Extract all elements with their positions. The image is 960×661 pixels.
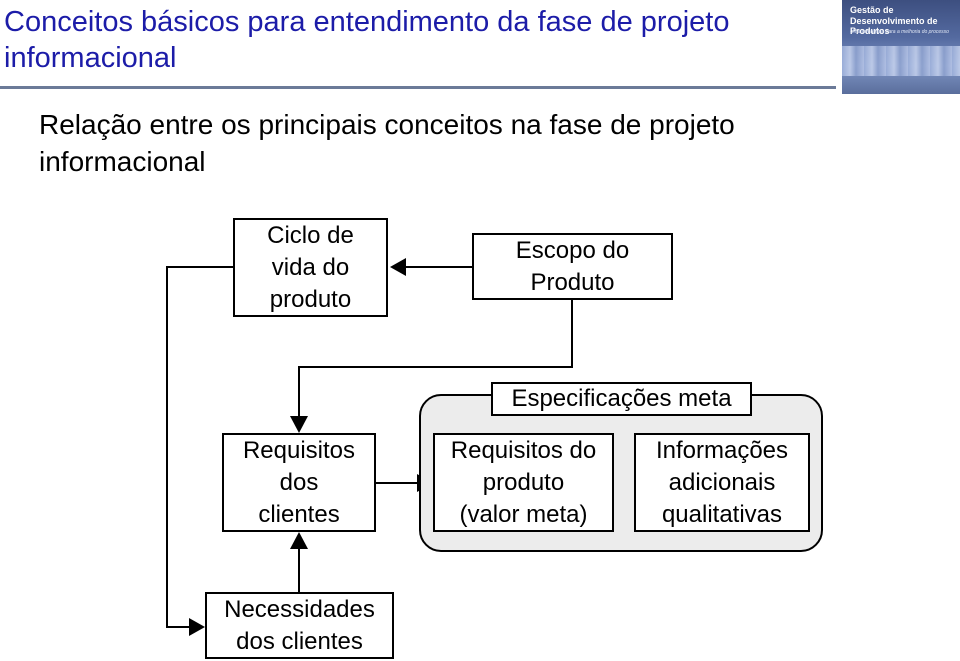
slide-subtitle: Relação entre os principais conceitos na… xyxy=(39,109,735,177)
logo-graphic xyxy=(842,46,960,76)
node-necessidades-dos-clientes: Necessidades dos clientes xyxy=(205,592,394,659)
node-ciclo-de-vida: Ciclo de vida do produto xyxy=(233,218,388,317)
arrowhead-to-necessidades xyxy=(189,618,205,636)
node-requisitos-do-produto: Requisitos do produto (valor meta) xyxy=(433,433,614,532)
group-label-especificacoes-meta: Especificações meta xyxy=(491,382,752,416)
slide-title: Conceitos básicos para entendimento da f… xyxy=(4,6,730,74)
logo-line-1: Gestão de xyxy=(850,5,894,15)
arrowhead-up-to-requisitos-clientes xyxy=(290,532,308,549)
logo-line-2: Desenvolvimento de Produtos xyxy=(850,16,938,36)
brand-logo: Gestão de Desenvolvimento de Produtos Um… xyxy=(842,0,960,94)
node-escopo-do-produto: Escopo do Produto xyxy=(472,233,673,300)
node-requisitos-dos-clientes: Requisitos dos clientes xyxy=(222,433,376,532)
node-informacoes-adicionais: Informações adicionais qualitativas xyxy=(634,433,810,532)
arrowhead-to-requisitos-clientes xyxy=(290,416,308,433)
connector-escopo-to-requisitos xyxy=(298,300,573,418)
arrowhead-to-ciclo xyxy=(390,258,406,276)
title-divider xyxy=(0,86,836,89)
connector-ciclo-to-necessidades xyxy=(166,266,233,628)
logo-tagline: Uma referência para a melhoria do proces… xyxy=(850,29,949,35)
